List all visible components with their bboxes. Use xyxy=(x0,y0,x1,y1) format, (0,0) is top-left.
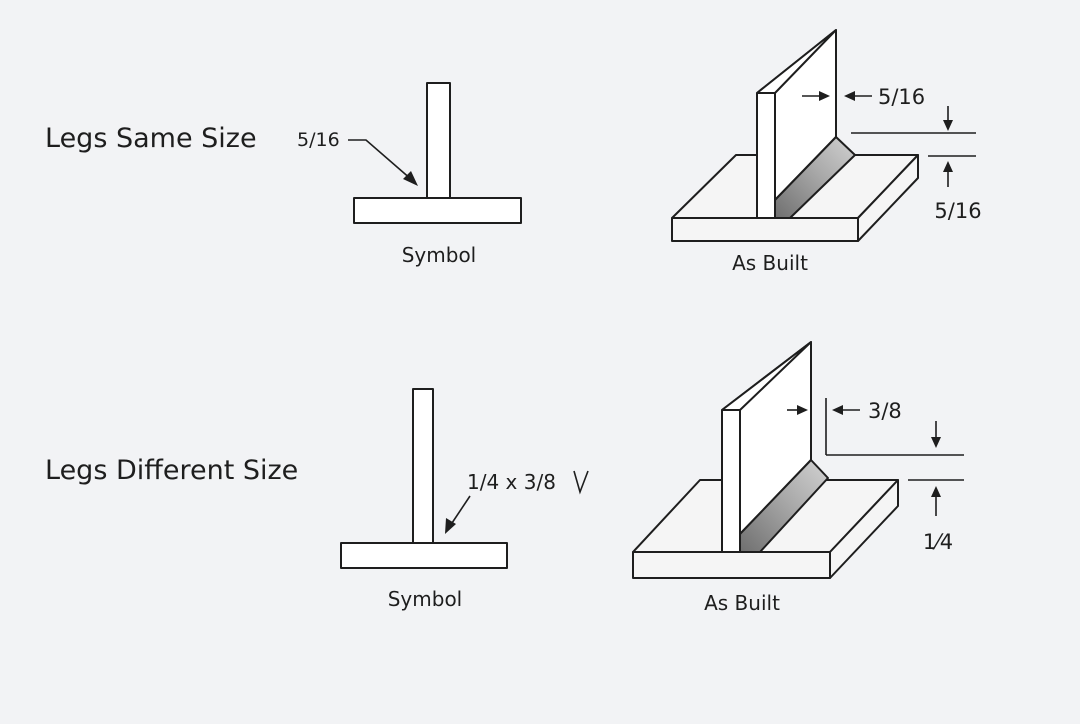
dim-arrowhead xyxy=(943,161,953,172)
symbol-stem xyxy=(426,82,451,200)
as-built-caption-same: As Built xyxy=(732,251,808,275)
dim-arrowhead xyxy=(931,486,941,497)
dim-arrowhead xyxy=(844,91,855,101)
symbol-stem xyxy=(412,388,434,545)
callout-leader xyxy=(449,495,471,527)
symbol-callout-same: 5/16 xyxy=(297,129,340,151)
heading-different-size: Legs Different Size xyxy=(45,455,298,486)
symbol-same-size: 5/16 Symbol xyxy=(297,82,522,267)
symbol-caption-different: Symbol xyxy=(388,587,463,611)
heading-same-size: Legs Same Size xyxy=(45,123,257,154)
callout-arrowhead xyxy=(403,171,418,186)
symbol-different-size: 1/4 x 3/8 Symbol xyxy=(340,388,589,611)
as-built-v-dim-different: 1⁄4 xyxy=(923,530,953,554)
plate-front xyxy=(671,217,859,242)
fillet-symbol-mark xyxy=(573,470,589,495)
symbol-caption-same: Symbol xyxy=(402,243,477,267)
plate-side xyxy=(857,154,919,242)
symbol-base xyxy=(340,542,508,569)
as-built-same-size: 5/16 5/16 As Built xyxy=(671,29,982,275)
dim-arrowhead xyxy=(832,405,843,415)
as-built-different-size: 3/8 1⁄4 As Built xyxy=(632,341,964,615)
dim-arrowhead xyxy=(931,437,941,448)
weld-bead xyxy=(739,459,829,553)
as-built-h-dim-same: 5/16 xyxy=(878,85,925,109)
symbol-base xyxy=(353,197,522,224)
plate-side xyxy=(829,479,899,579)
as-built-caption-different: As Built xyxy=(704,591,780,615)
callout-leader xyxy=(348,139,413,181)
weld-bead xyxy=(774,136,856,219)
dim-arrowhead xyxy=(943,120,953,131)
upright-top xyxy=(721,341,812,411)
dim-arrowhead xyxy=(797,405,808,415)
plate-front xyxy=(632,551,831,579)
symbol-callout-different: 1/4 x 3/8 xyxy=(467,470,556,494)
callout-arrowhead xyxy=(445,518,456,534)
as-built-v-dim-same: 5/16 xyxy=(934,199,981,223)
dim-arrowhead xyxy=(819,91,830,101)
as-built-h-dim-different: 3/8 xyxy=(868,399,902,423)
upright-top xyxy=(756,29,837,94)
